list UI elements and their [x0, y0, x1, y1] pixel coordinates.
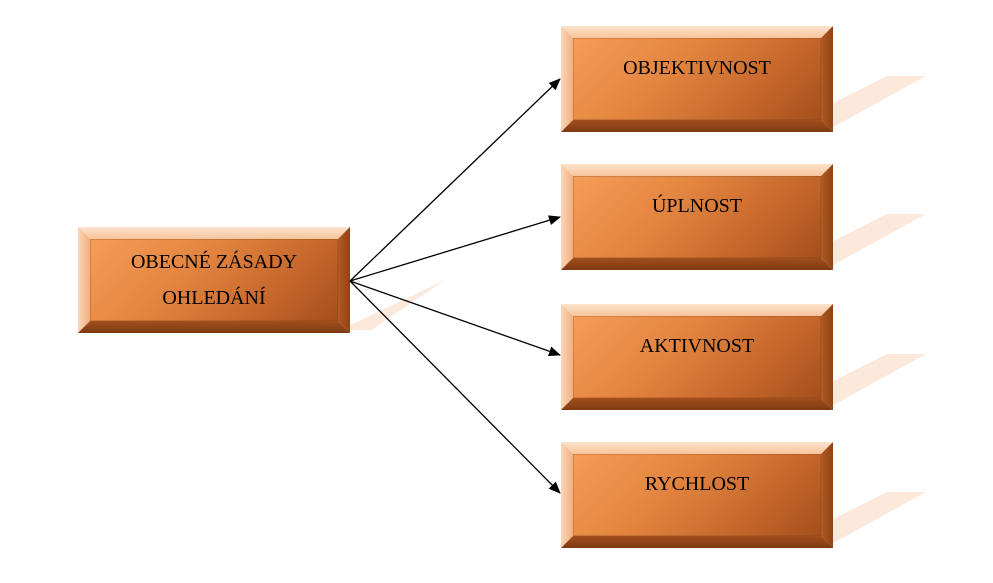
- child-node-uplnost: ÚPLNOST: [561, 164, 833, 270]
- arrow-to-objektivnost: [349, 78, 561, 282]
- bevel-edge: [561, 442, 573, 548]
- bevel-edge: [821, 164, 833, 270]
- child-node-rychlost: RYCHLOST: [561, 442, 833, 548]
- root-node-label-line1: OBECNÉ ZÁSADY: [130, 251, 298, 273]
- child-box-shadow: [828, 354, 926, 408]
- bevel-edge: [821, 26, 833, 132]
- child-node-label: ÚPLNOST: [651, 195, 742, 217]
- bevel-edge: [561, 164, 833, 176]
- bevel-edge: [561, 120, 833, 132]
- child-box-shadow: [828, 214, 926, 268]
- child-node-face: RYCHLOST: [573, 454, 821, 536]
- bevel-edge: [821, 442, 833, 548]
- root-node: OBECNÉ ZÁSADY OHLEDÁNÍ: [78, 227, 350, 333]
- bevel-edge: [561, 304, 833, 316]
- bevel-edge: [561, 398, 833, 410]
- child-node-label: OBJEKTIVNOST: [623, 57, 771, 79]
- child-node-face: AKTIVNOST: [573, 316, 821, 398]
- bevel-edge: [561, 258, 833, 270]
- bevel-edge: [561, 26, 573, 132]
- child-node-label: AKTIVNOST: [639, 335, 755, 357]
- bevel-edge: [78, 227, 90, 333]
- child-box-shadow: [828, 76, 926, 130]
- child-node-label: RYCHLOST: [644, 473, 750, 495]
- bevel-edge: [561, 304, 573, 410]
- child-box-shadow: [828, 492, 926, 546]
- bevel-edge: [78, 227, 350, 239]
- bevel-edge: [561, 26, 833, 38]
- bevel-edge: [78, 321, 350, 333]
- child-node-face: OBJEKTIVNOST: [573, 38, 821, 120]
- bevel-edge: [821, 304, 833, 410]
- child-node-aktivnost: AKTIVNOST: [561, 304, 833, 410]
- child-node-objektivnost: OBJEKTIVNOST: [561, 26, 833, 132]
- bevel-edge: [561, 536, 833, 548]
- bevel-edge: [561, 442, 833, 454]
- root-node-label-line2: OHLEDÁNÍ: [162, 287, 266, 309]
- root-box-shadow: [340, 280, 445, 330]
- child-node-face: ÚPLNOST: [573, 176, 821, 258]
- bevel-edge: [338, 227, 350, 333]
- arrow-to-uplnost: [349, 215, 561, 282]
- root-node-face: OBECNÉ ZÁSADY OHLEDÁNÍ: [90, 239, 338, 321]
- bevel-edge: [561, 164, 573, 270]
